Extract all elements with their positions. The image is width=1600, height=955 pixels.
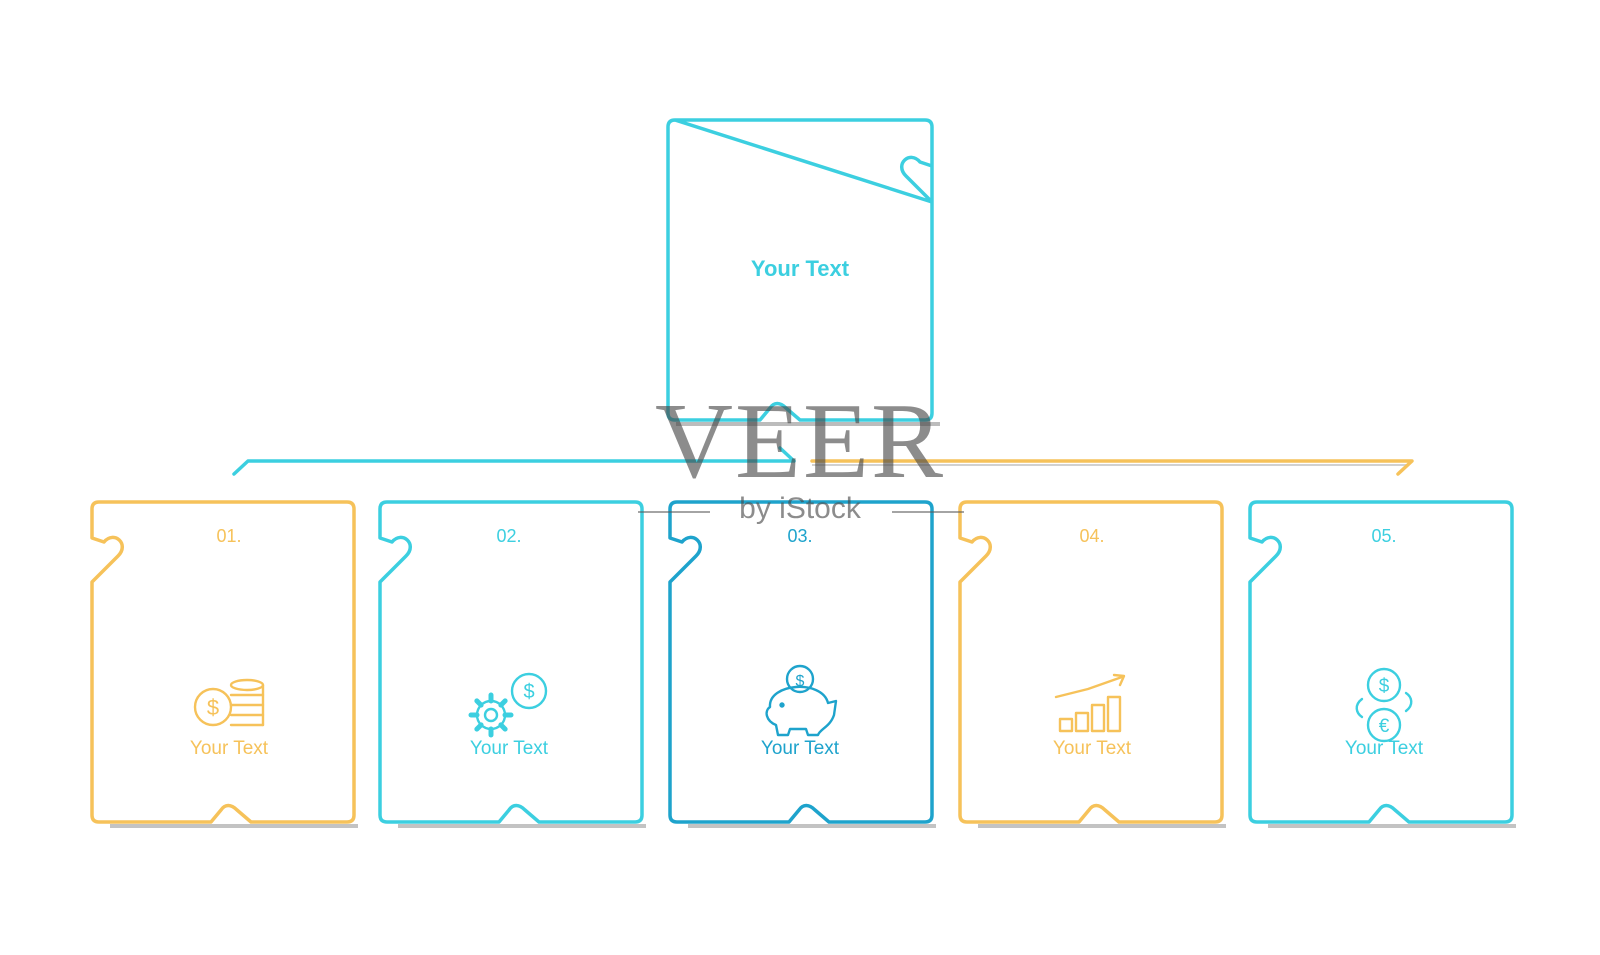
card-3-label: Your Text — [760, 738, 840, 759]
card-2-label: Your Text — [469, 738, 549, 759]
watermark-brand: VEER — [655, 382, 945, 501]
svg-text:$: $ — [796, 673, 805, 690]
connector-lines — [232, 446, 1414, 476]
card-5-number: 05. — [1371, 526, 1397, 546]
svg-text:$: $ — [207, 695, 219, 720]
card-4 — [958, 500, 1224, 824]
card-4-label: Your Text — [1052, 738, 1132, 759]
watermark-rule-left — [638, 511, 710, 513]
svg-text:$: $ — [523, 681, 534, 703]
card-4-number: 04. — [1079, 526, 1105, 546]
svg-text:$: $ — [1379, 676, 1390, 697]
svg-text:€: € — [1379, 716, 1390, 737]
root-card-label: Your Text — [750, 256, 850, 281]
card-1-number: 01. — [216, 526, 242, 546]
card-2 — [378, 500, 644, 824]
connector-left-teal — [232, 446, 796, 476]
icons: $$$$€ — [193, 664, 1413, 743]
piggy-bank-icon: $ — [765, 664, 838, 737]
card-1-label: Your Text — [189, 738, 269, 759]
cards — [90, 118, 1514, 824]
connector-right-amber — [810, 459, 1414, 476]
card-shadows — [110, 422, 1516, 828]
gear-dollar-icon: $ — [468, 672, 548, 738]
card-5-label: Your Text — [1344, 738, 1424, 759]
watermark-sub: by iStock — [739, 492, 861, 525]
card-3 — [668, 500, 934, 824]
growth-bar-chart-icon — [1054, 673, 1126, 733]
coins-icon: $ — [193, 678, 265, 727]
card-1 — [90, 500, 356, 824]
card-2-number: 02. — [496, 526, 522, 546]
watermark-rule-right — [892, 511, 964, 513]
card-3-number: 03. — [787, 526, 813, 546]
card-5 — [1248, 500, 1514, 824]
currency-exchange-icon: $€ — [1355, 667, 1413, 743]
root-card — [666, 118, 934, 422]
